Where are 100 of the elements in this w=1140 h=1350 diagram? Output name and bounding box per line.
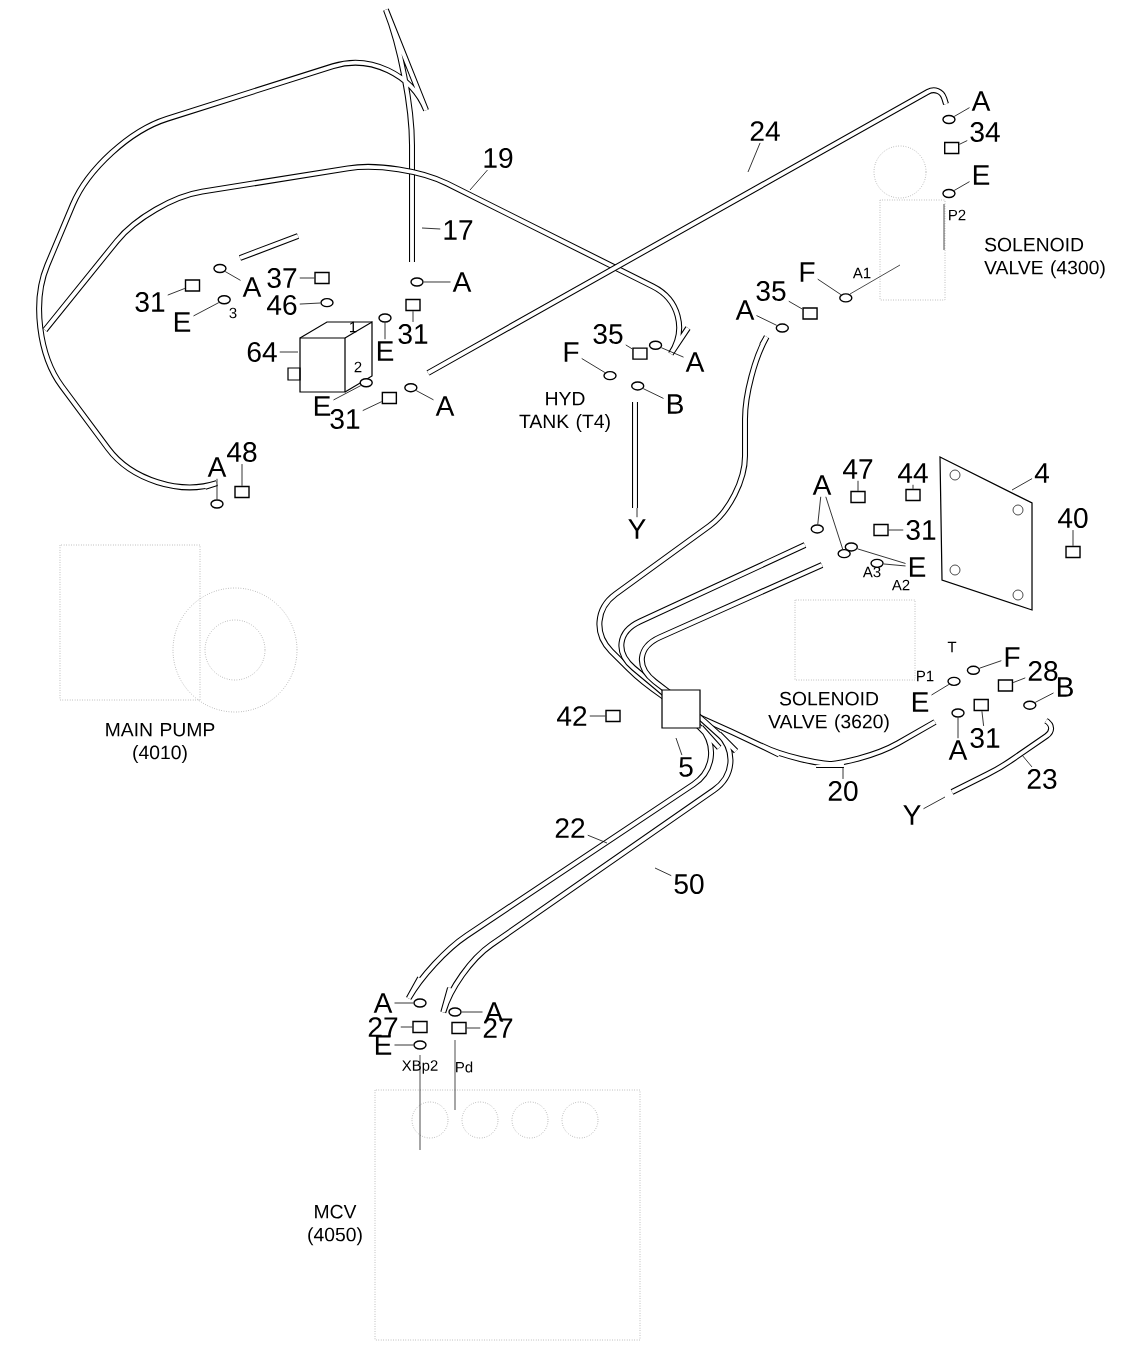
callout-label: 35 xyxy=(593,324,623,344)
callout-label: F xyxy=(564,342,579,362)
callout-label: B xyxy=(1057,677,1073,697)
callout-label: E xyxy=(909,557,926,577)
o-ring xyxy=(839,293,853,303)
fitting xyxy=(234,485,250,499)
callout-label: 31 xyxy=(970,728,1000,748)
leader-line xyxy=(421,227,441,230)
leader-line xyxy=(415,390,434,401)
o-ring xyxy=(320,297,334,308)
fitting xyxy=(944,141,960,155)
leader-line xyxy=(857,480,859,492)
o-ring xyxy=(844,542,858,552)
leader-line xyxy=(912,484,914,490)
callout-label: A xyxy=(948,740,968,760)
leader-line xyxy=(625,344,633,350)
leader-line xyxy=(587,834,608,844)
port-label: XBp2 xyxy=(402,1060,438,1074)
callout-label: 31 xyxy=(330,409,360,429)
fitting xyxy=(873,523,889,537)
leader-line xyxy=(423,281,451,283)
callout-label: 4 xyxy=(1034,463,1049,483)
o-ring xyxy=(404,383,418,393)
callout-label: 23 xyxy=(1027,769,1057,789)
fitting xyxy=(605,709,621,723)
o-ring xyxy=(448,1007,462,1017)
callout-label: 47 xyxy=(843,459,873,479)
fitting xyxy=(905,488,921,502)
o-ring xyxy=(603,370,617,381)
o-ring xyxy=(413,998,427,1008)
o-ring xyxy=(213,263,227,274)
callout-label: 28 xyxy=(1028,661,1058,681)
component-label: MCV (4050) xyxy=(308,1204,362,1246)
fitting xyxy=(405,298,421,312)
leader-line xyxy=(400,1026,413,1028)
callout-label: E xyxy=(377,341,394,361)
o-ring xyxy=(378,313,392,323)
leader-line xyxy=(953,107,970,117)
leader-line xyxy=(931,684,950,696)
callout-label: 42 xyxy=(557,706,587,726)
leader-line xyxy=(241,463,243,487)
callout-label: 22 xyxy=(555,818,585,838)
callout-label: 46 xyxy=(267,295,297,315)
o-ring xyxy=(413,1040,427,1050)
callout-label: A xyxy=(735,300,755,320)
o-ring xyxy=(942,188,956,199)
leader-line xyxy=(1034,692,1054,703)
port-label: T xyxy=(947,641,957,653)
o-ring xyxy=(410,277,424,287)
o-ring xyxy=(942,114,956,125)
o-ring xyxy=(210,499,224,509)
callout-label: 24 xyxy=(750,121,780,141)
callout-label: F xyxy=(1005,647,1020,667)
fitting xyxy=(314,271,330,285)
fitting xyxy=(412,1020,428,1034)
callout-label: 50 xyxy=(674,874,704,894)
leader-line xyxy=(469,169,488,191)
callout-label: A xyxy=(373,993,393,1013)
fitting xyxy=(184,279,201,292)
callout-label: 37 xyxy=(267,268,297,288)
leader-line xyxy=(825,496,844,550)
callout-label: 27 xyxy=(368,1017,398,1037)
component-label: HYD TANK (T4) xyxy=(519,391,610,433)
leader-line xyxy=(1072,529,1074,547)
callout-label: E xyxy=(912,692,929,712)
callout-label: A xyxy=(452,272,472,292)
leader-line xyxy=(747,142,761,173)
leader-line xyxy=(412,310,414,323)
o-ring xyxy=(837,548,851,559)
o-ring xyxy=(810,524,824,534)
callout-label: E xyxy=(174,312,191,332)
callout-label: E xyxy=(314,396,331,416)
o-ring xyxy=(966,665,981,675)
leader-line xyxy=(466,1027,481,1029)
port-label: 2 xyxy=(354,361,362,373)
port-label: Pd xyxy=(456,1061,473,1073)
o-ring xyxy=(775,323,789,333)
leader-line xyxy=(224,271,241,281)
leader-line xyxy=(636,507,638,518)
leader-line xyxy=(817,278,842,296)
leader-line xyxy=(675,737,683,756)
leader-line xyxy=(581,358,606,373)
leader-line xyxy=(959,140,968,145)
leader-line xyxy=(167,288,186,296)
leader-line xyxy=(953,181,970,191)
leader-line xyxy=(299,302,321,305)
port-label: 1 xyxy=(350,321,357,333)
callout-label: 34 xyxy=(970,122,1000,142)
o-ring xyxy=(947,676,961,687)
callout-label: A xyxy=(242,277,262,297)
callout-label: 31 xyxy=(906,520,936,540)
leader-line xyxy=(1011,478,1033,491)
fitting xyxy=(973,698,989,712)
leader-line xyxy=(923,796,946,810)
callout-label: A xyxy=(685,352,705,372)
callout-label: Y xyxy=(628,519,646,539)
leader-line xyxy=(817,496,822,525)
leader-line xyxy=(333,385,362,401)
component-label: SOLENOID VALVE (4300) xyxy=(984,237,1105,279)
o-ring xyxy=(217,295,231,305)
